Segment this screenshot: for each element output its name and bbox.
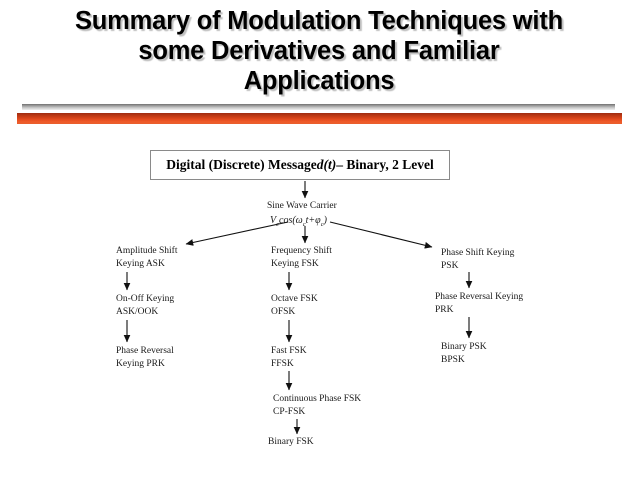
carrier-label: Sine Wave Carrier (267, 201, 337, 211)
source-message-symbol: d (316, 157, 324, 172)
carrier-omega-subscript: c (302, 221, 306, 228)
carrier-formula: Vccos(ωct+φc) (270, 215, 327, 228)
title-divider-gray (22, 104, 615, 110)
carrier-cos: cos( (279, 215, 296, 226)
carrier-time: t (305, 215, 309, 226)
source-message-text-before: Digital (Discrete) Message (166, 157, 317, 172)
node-fsk-1: Frequency Shift Keying FSK (271, 246, 332, 269)
carrier-phi: φ (315, 215, 321, 226)
carrier-amplitude: V (270, 215, 277, 226)
source-message-text-after: – Binary, 2 Level (336, 157, 434, 172)
node-psk-1: Phase Shift Keying PSK (441, 248, 515, 271)
node-fsk-5: Binary FSK (268, 437, 314, 447)
carrier-omega: ω (295, 215, 303, 226)
node-fsk-2: Octave FSK OFSK (271, 294, 318, 317)
carrier-plus: + (308, 215, 316, 226)
node-ask-1: Amplitude Shift Keying ASK (116, 246, 178, 269)
node-ask-3: Phase Reversal Keying PRK (116, 346, 174, 369)
node-fsk-4: Continuous Phase FSK CP-FSK (273, 394, 362, 417)
node-ask-2: On-Off Keying ASK/OOK (116, 294, 175, 317)
node-psk-2: Phase Reversal Keying PRK (435, 292, 524, 315)
node-psk-3: Binary PSK BPSK (441, 342, 487, 365)
page-title: Summary of Modulation Techniques with so… (75, 7, 563, 95)
carrier-phi-subscript: c (320, 221, 324, 228)
source-message-box: Digital (Discrete) Message d(t) – Binary… (150, 150, 450, 180)
carrier-close-paren: ) (323, 215, 327, 226)
source-message-symbol-arg: (t) (323, 157, 337, 172)
arrow-carrier-to-psk (329, 221, 433, 249)
title-divider-accent (17, 113, 622, 124)
node-fsk-3: Fast FSK FFSK (271, 346, 307, 369)
